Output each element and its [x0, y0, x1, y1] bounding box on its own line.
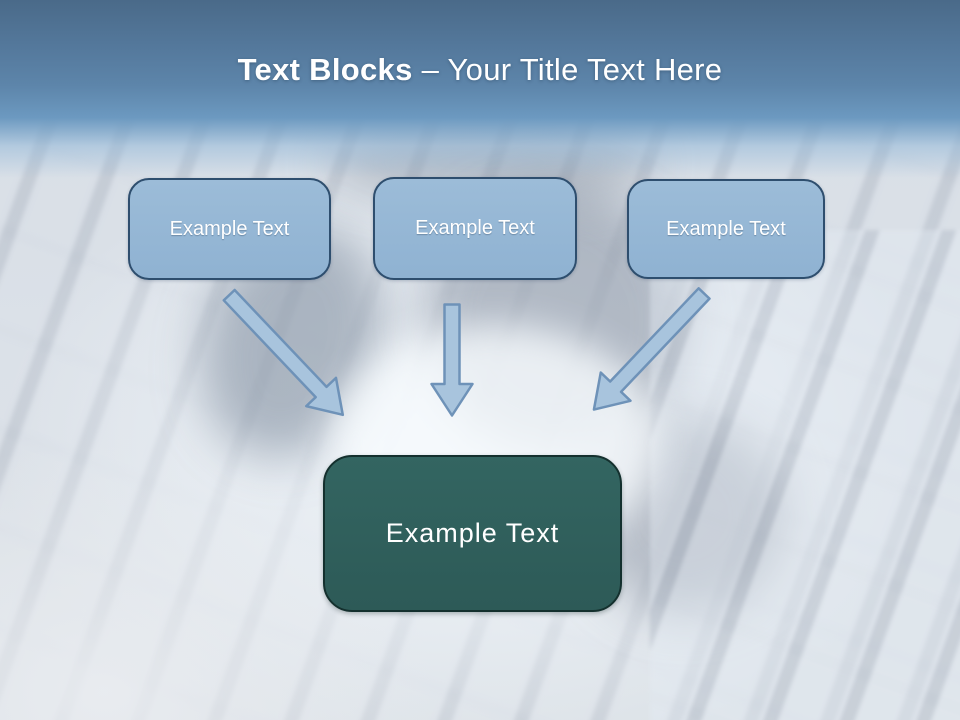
source-box-2: Example Text — [373, 177, 577, 280]
arrow-down-left-icon — [577, 277, 721, 426]
slide-title: Text Blocks– Your Title Text Here — [0, 52, 960, 88]
source-box-3-label: Example Text — [666, 217, 786, 240]
arrow-down-icon — [430, 303, 474, 417]
title-emphasis: Text Blocks — [237, 52, 413, 87]
keyboard-texture-right — [650, 230, 960, 720]
source-box-1-label: Example Text — [169, 217, 290, 240]
title-rest: – Your Title Text Here — [421, 52, 723, 87]
target-box: Example Text — [323, 455, 622, 612]
arrow-down-right-icon — [212, 279, 360, 431]
source-box-3: Example Text — [627, 179, 825, 279]
source-box-1: Example Text — [128, 178, 331, 280]
source-box-2-label: Example Text — [415, 217, 535, 239]
target-box-label: Example Text — [385, 518, 560, 548]
slide-header — [0, 0, 960, 178]
